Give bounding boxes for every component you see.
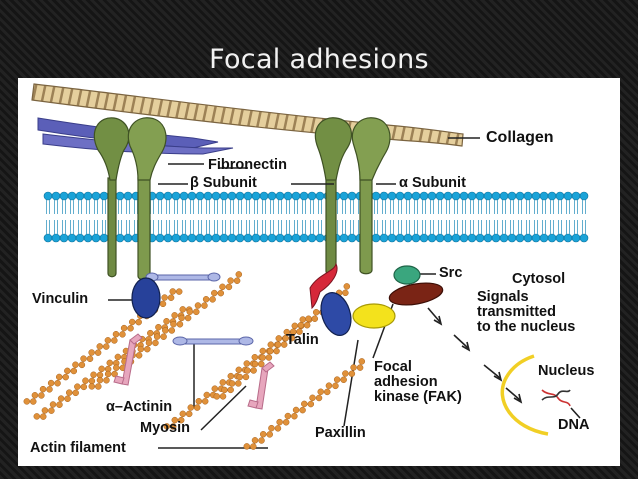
- label-nucleus: Nucleus: [538, 363, 595, 379]
- vinculin-protein: [131, 277, 161, 319]
- integrin-left: [93, 117, 167, 281]
- label-cytosol: Cytosol: [512, 271, 566, 287]
- slide-title: Focal adhesions: [209, 44, 429, 75]
- dna-icon: [541, 389, 581, 419]
- label-paxillin: Paxillin: [315, 425, 366, 441]
- src-protein: [393, 265, 421, 285]
- label-fak: Focal adhesion kinase (FAK): [374, 359, 462, 405]
- label-alpha-actinin: α–Actinin: [106, 399, 173, 415]
- signal-arrows: [427, 307, 523, 404]
- label-talin: Talin: [286, 332, 319, 348]
- label-actin-filament: Actin filament: [30, 440, 126, 456]
- leader-lines: [108, 163, 436, 449]
- fak-protein: [388, 282, 444, 306]
- label-alpha-subunit: α Subunit: [399, 175, 466, 191]
- label-beta-subunit: β Subunit: [190, 175, 257, 191]
- label-myosin: Myosin: [140, 420, 190, 436]
- actin-filaments: [23, 271, 366, 450]
- diagram-panel: Collagen Fibronectin β Subunit α Subunit…: [18, 78, 620, 466]
- nucleus-envelope: [500, 354, 549, 436]
- paxillin-protein: [352, 303, 396, 329]
- alpha-actinin-rods: [145, 272, 254, 346]
- talin-head: [320, 292, 352, 336]
- label-collagen: Collagen: [486, 129, 554, 146]
- label-signals: Signals transmitted to the nucleus: [477, 289, 576, 335]
- label-vinculin: Vinculin: [32, 291, 89, 307]
- label-src: Src: [439, 265, 463, 281]
- integrin-right: [314, 117, 391, 276]
- label-fibronectin: Fibronectin: [208, 157, 287, 173]
- myosin-molecules: [113, 333, 275, 410]
- talin-protein: [309, 262, 338, 310]
- label-dna: DNA: [558, 417, 590, 433]
- focal-adhesion-diagram: [23, 83, 589, 450]
- cell-membrane: [43, 191, 589, 243]
